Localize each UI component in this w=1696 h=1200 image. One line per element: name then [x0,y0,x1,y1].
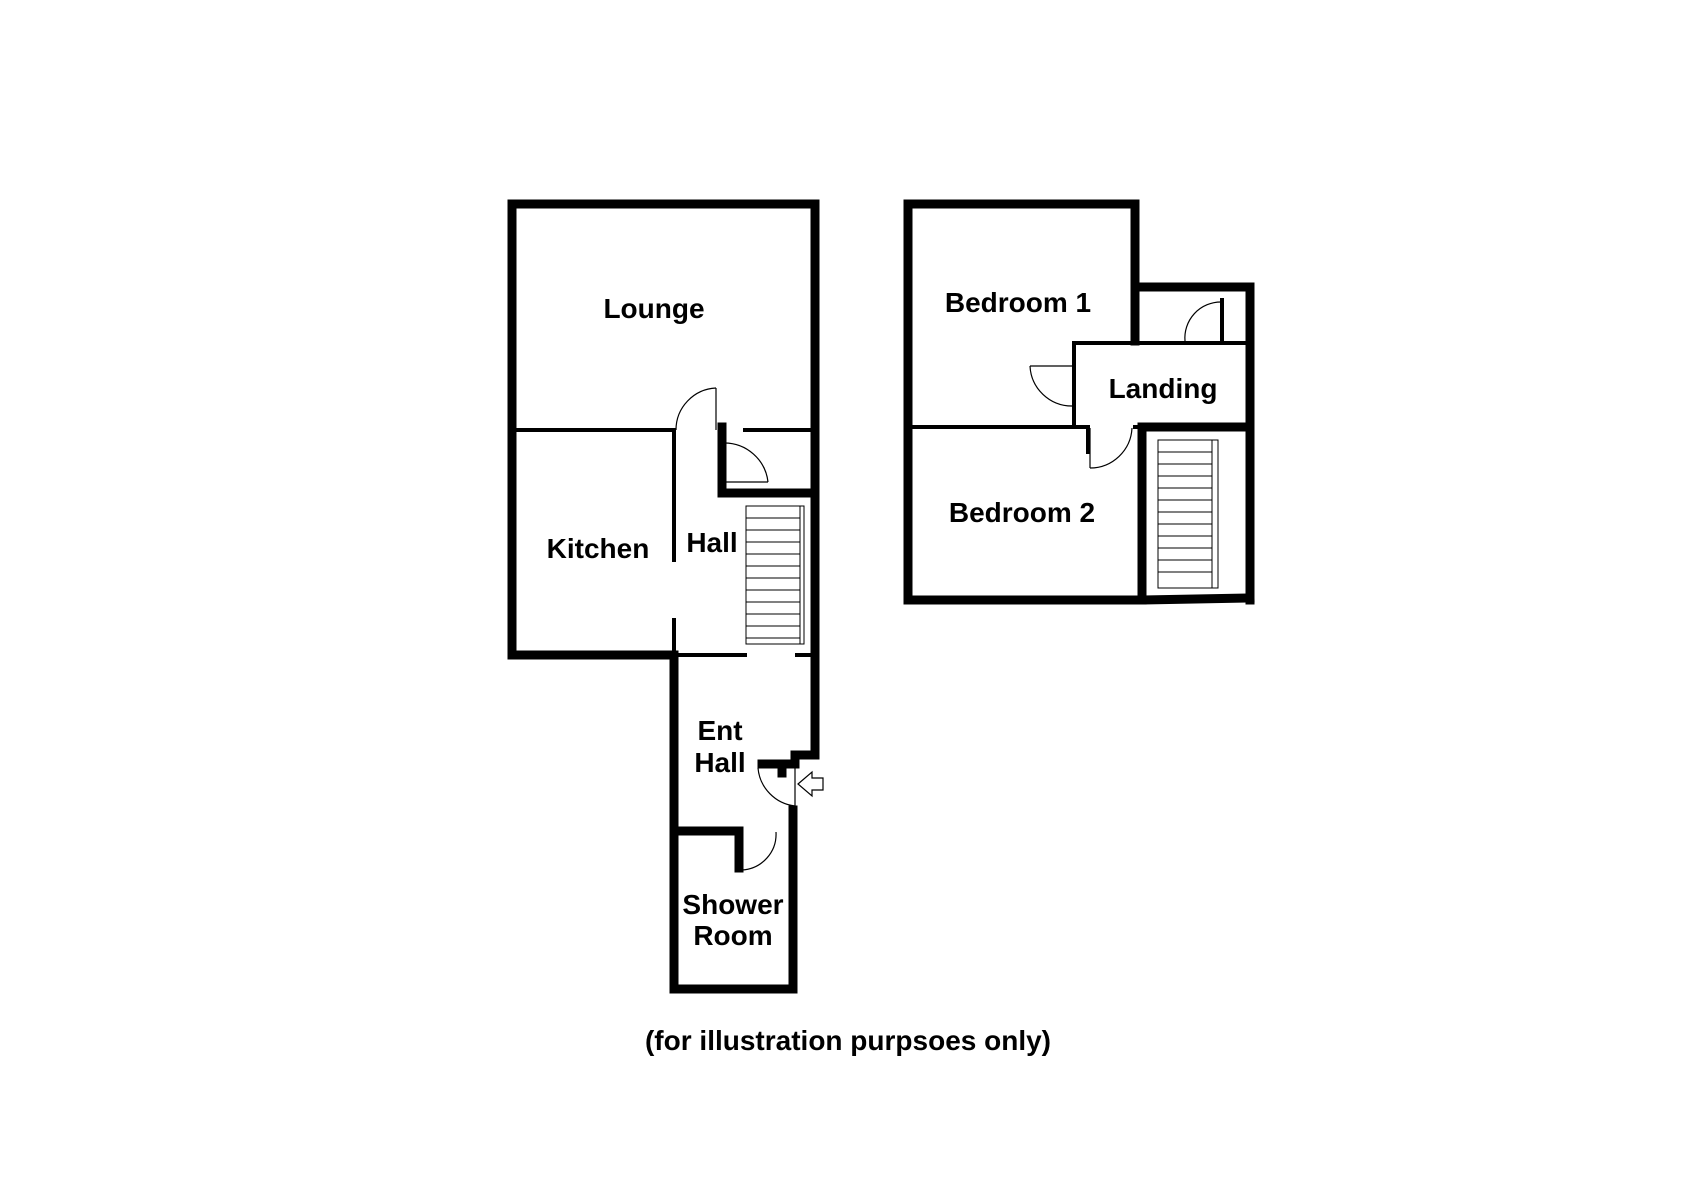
shower-room-door-arc [741,831,777,871]
cupboard-wall [717,422,820,498]
lounge-door-arc [675,387,717,431]
first-floor-staircase [1157,439,1219,589]
landing-outer-wall [1130,282,1255,605]
room-label-bedroom2: Bedroom 2 [949,497,1095,528]
first-floor: Bedroom 1 Landing Bedroom 2 [903,199,1255,605]
room-label-ent-hall-line1: Ent [697,715,742,746]
room-label-bedroom1: Bedroom 1 [945,287,1091,318]
bedroom1-door-arc [1029,365,1073,407]
room-label-shower-line2: Room [693,920,772,951]
bedroom2-door-arc [1089,427,1133,469]
room-label-lounge: Lounge [603,293,704,324]
entry-arrow-icon [797,770,824,798]
room-label-hall: Hall [686,527,737,558]
ent-hall-left-wall [669,650,798,994]
shower-room-top-wall [669,826,744,873]
room-label-landing: Landing [1109,373,1218,404]
illustration-caption: (for illustration purpsoes only) [645,1025,1051,1056]
bedroom1-outer-wall [903,199,1140,605]
room-label-ent-hall-line2: Hall [694,747,745,778]
front-door-arc [757,767,796,807]
cupboard-door-arc [723,442,769,483]
ground-floor-staircase [745,505,805,645]
ground-floor: Lounge Kitchen Hall Ent Hall Shower Room [507,199,824,994]
room-label-kitchen: Kitchen [547,533,650,564]
room-label-shower-line1: Shower [682,889,783,920]
cupboard-door-arc-first [1184,301,1222,342]
first-floor-bottom-wall [903,593,1255,605]
